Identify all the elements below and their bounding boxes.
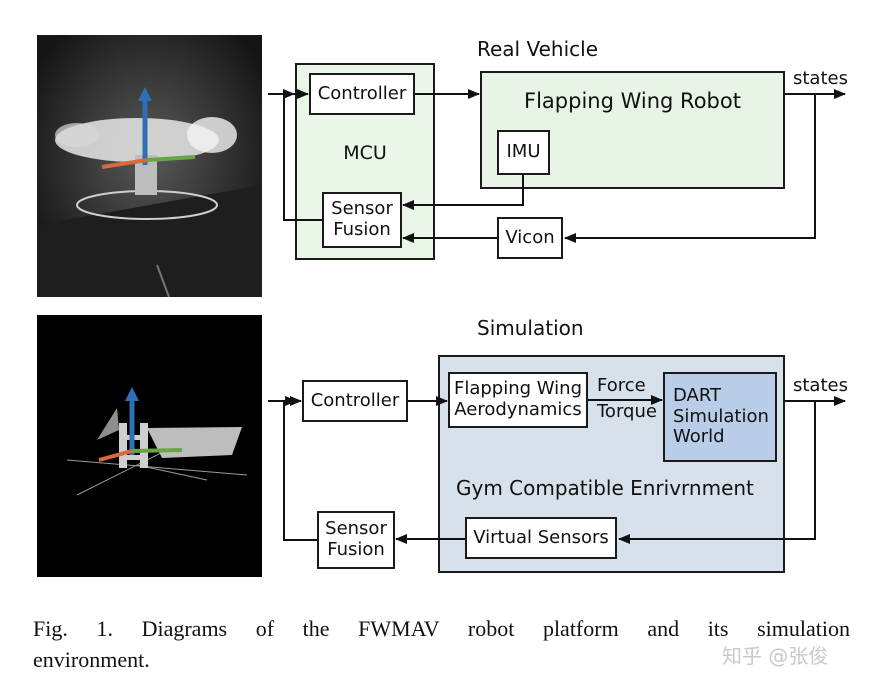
simulation-title: Simulation xyxy=(477,316,584,340)
simulation-render xyxy=(37,315,262,577)
dart-line2: Simulation xyxy=(673,405,769,427)
aero-line2: Aerodynamics xyxy=(454,399,582,420)
force-label: Force xyxy=(597,375,646,396)
controller-label: Controller xyxy=(317,82,407,104)
imu-label: IMU xyxy=(506,141,541,163)
arrow-fusion-to-controller xyxy=(283,89,322,221)
virtual-sensors-box: Virtual Sensors xyxy=(465,517,617,559)
figure-caption-line1: Fig. 1. Diagrams of the FWMAV robot plat… xyxy=(33,616,850,641)
sensor-fusion-sim-line2: Fusion xyxy=(327,539,385,560)
dart-line3: World xyxy=(673,426,725,448)
controller-sim-label: Controller xyxy=(310,389,400,411)
figure-caption-line2: environment. xyxy=(33,647,150,672)
arrow-states-to-virtual-sensors xyxy=(618,401,816,544)
controller-box: Controller xyxy=(309,73,415,115)
arrow-fusion-to-controller-sim xyxy=(283,396,317,541)
virtual-sensors-label: Virtual Sensors xyxy=(473,526,609,548)
sensor-fusion-line2: Fusion xyxy=(333,219,391,240)
aero-line1: Flapping Wing xyxy=(453,378,583,400)
sensor-fusion-box-sim: Sensor Fusion xyxy=(317,511,395,569)
sensor-fusion-sim-line1: Sensor xyxy=(325,518,387,540)
sensor-fusion-line1: Sensor xyxy=(331,198,393,220)
controller-box-sim: Controller xyxy=(302,380,408,422)
real-vehicle-photo xyxy=(37,35,262,297)
sensor-fusion-box: Sensor Fusion xyxy=(322,192,402,248)
imu-box: IMU xyxy=(497,130,550,175)
torque-label: Torque xyxy=(597,401,657,422)
arrow-states-to-vicon xyxy=(564,94,816,243)
top-states-label: states xyxy=(793,68,848,89)
mcu-label: MCU xyxy=(343,142,387,164)
aerodynamics-box: Flapping Wing Aerodynamics xyxy=(448,372,588,428)
robot-label: Flapping Wing Robot xyxy=(524,89,741,113)
dart-line1: DART xyxy=(673,384,722,406)
watermark: 知乎 @张俊 xyxy=(722,644,829,668)
vicon-box: Vicon xyxy=(497,217,563,259)
dart-simulation-world-box: DART Simulation World xyxy=(663,372,777,462)
vicon-label: Vicon xyxy=(505,226,555,248)
bottom-states-label: states xyxy=(793,375,848,396)
gym-environment-label: Gym Compatible Enrivrnment xyxy=(456,476,754,500)
real-vehicle-title: Real Vehicle xyxy=(477,37,598,61)
arrow-imu-to-fusion xyxy=(402,175,524,210)
